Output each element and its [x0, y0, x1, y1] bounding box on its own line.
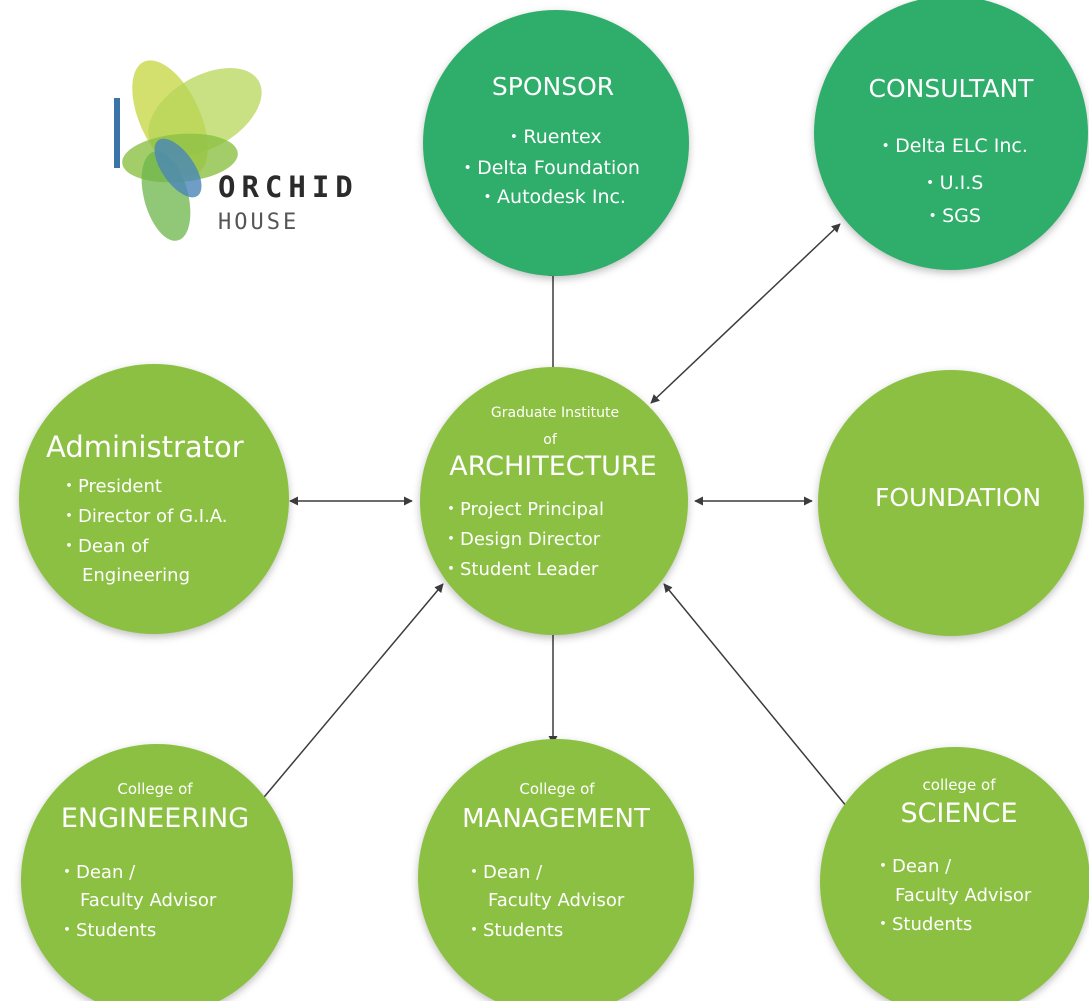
- node-engineering-item: ・Students: [58, 920, 156, 941]
- node-management-item: ・Dean /: [465, 862, 543, 883]
- node-architecture-item: ・Project Principal: [442, 499, 604, 520]
- node-architecture-item: ・Student Leader: [442, 559, 599, 580]
- node-management-subtitle: College of: [519, 780, 595, 798]
- node-management: College of MANAGEMENT ・Dean / Faculty Ad…: [418, 739, 694, 1001]
- node-science: college of SCIENCE ・Dean / Faculty Advis…: [820, 747, 1089, 1001]
- node-consultant-item: ・SGS: [923, 205, 981, 227]
- node-engineering-item: Faculty Advisor: [80, 890, 217, 911]
- node-management-item: ・Students: [465, 920, 563, 941]
- logo-petal: [148, 68, 262, 156]
- node-administrator-item: ・President: [60, 476, 162, 497]
- node-science-circle: [820, 747, 1089, 1001]
- logo-word-orchid: ORCHID: [218, 170, 359, 204]
- node-consultant: CONSULTANT ・Delta ELC Inc. ・U.I.S ・SGS: [814, 0, 1088, 270]
- node-sponsor-item: ・Ruentex: [504, 126, 601, 148]
- node-consultant-item: ・U.I.S: [921, 172, 984, 194]
- node-consultant-title: CONSULTANT: [869, 74, 1035, 103]
- node-science-item: Faculty Advisor: [895, 885, 1032, 906]
- node-sponsor-circle: [423, 10, 689, 276]
- node-consultant-item: ・Delta ELC Inc.: [876, 135, 1028, 157]
- node-sponsor-title: SPONSOR: [492, 72, 614, 101]
- node-architecture-subtitle: of: [543, 432, 558, 448]
- node-science-item: ・Dean /: [874, 856, 952, 877]
- node-administrator-item: ・Director of G.I.A.: [60, 506, 228, 527]
- logo-word-house: HOUSE: [218, 210, 299, 235]
- node-engineering-item: ・Dean /: [58, 862, 136, 883]
- node-consultant-circle: [814, 0, 1088, 270]
- node-engineering: College of ENGINEERING ・Dean / Faculty A…: [21, 744, 293, 1001]
- node-science-title: SCIENCE: [900, 798, 1017, 829]
- node-architecture-subtitle: Graduate Institute: [491, 405, 619, 421]
- node-sponsor-item: ・Autodesk Inc.: [478, 186, 626, 208]
- node-management-item: Faculty Advisor: [488, 890, 625, 911]
- node-science-subtitle: college of: [923, 776, 997, 794]
- node-management-title: MANAGEMENT: [462, 804, 650, 834]
- logo-petal: [154, 138, 202, 198]
- connector-consultant-architecture: [650, 223, 841, 404]
- node-foundation-circle: [818, 370, 1084, 636]
- node-engineering-subtitle: College of: [117, 780, 193, 798]
- node-sponsor: SPONSOR ・Ruentex ・Delta Foundation ・Auto…: [423, 10, 689, 276]
- node-architecture: Graduate Institute of ARCHITECTURE ・Proj…: [420, 367, 688, 635]
- connectors: [248, 223, 857, 819]
- logo-bar: [114, 98, 120, 168]
- connector-science-architecture: [663, 583, 857, 819]
- orchid-house-logo: ORCHID HOUSE: [114, 60, 359, 241]
- node-administrator-title: Administrator: [46, 430, 244, 464]
- node-sponsor-item: ・Delta Foundation: [458, 157, 640, 179]
- node-administrator-item: ・Dean of: [60, 536, 149, 557]
- node-engineering-title: ENGINEERING: [61, 803, 249, 834]
- node-science-item: ・Students: [874, 914, 972, 935]
- node-architecture-item: ・Design Director: [442, 529, 601, 550]
- node-foundation-title: FOUNDATION: [875, 483, 1041, 512]
- connector-engineering-architecture: [248, 583, 444, 816]
- node-management-circle: [418, 739, 694, 1001]
- node-administrator-item: Engineering: [82, 565, 190, 586]
- node-foundation: FOUNDATION: [818, 370, 1084, 636]
- node-architecture-title: ARCHITECTURE: [449, 451, 656, 482]
- node-architecture-circle: [420, 367, 688, 635]
- node-engineering-circle: [21, 744, 293, 1001]
- node-administrator: Administrator ・President ・Director of G.…: [19, 364, 289, 634]
- node-administrator-circle: [19, 364, 289, 634]
